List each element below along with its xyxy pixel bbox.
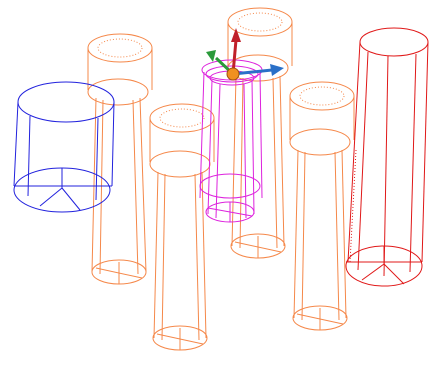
gizmo-center[interactable] [226, 67, 240, 81]
move-gizmo-icon[interactable] [206, 28, 284, 81]
gizmo-z-arrow[interactable] [231, 28, 241, 42]
wireframe-shaft-front-center[interactable] [149, 103, 215, 351]
wireframe-cup-blue[interactable] [13, 81, 115, 213]
wireframe-shaft-back-left[interactable] [87, 33, 153, 285]
wireframe-shaft-selected[interactable] [199, 59, 263, 223]
gizmo-x-arrow[interactable] [270, 64, 284, 76]
wireframe-shaft-right[interactable] [289, 81, 355, 331]
wireframe-shaft-red[interactable] [345, 27, 429, 287]
gizmo-y-arrow[interactable] [206, 50, 216, 62]
wireframe-shaft-back-center[interactable] [227, 7, 293, 259]
